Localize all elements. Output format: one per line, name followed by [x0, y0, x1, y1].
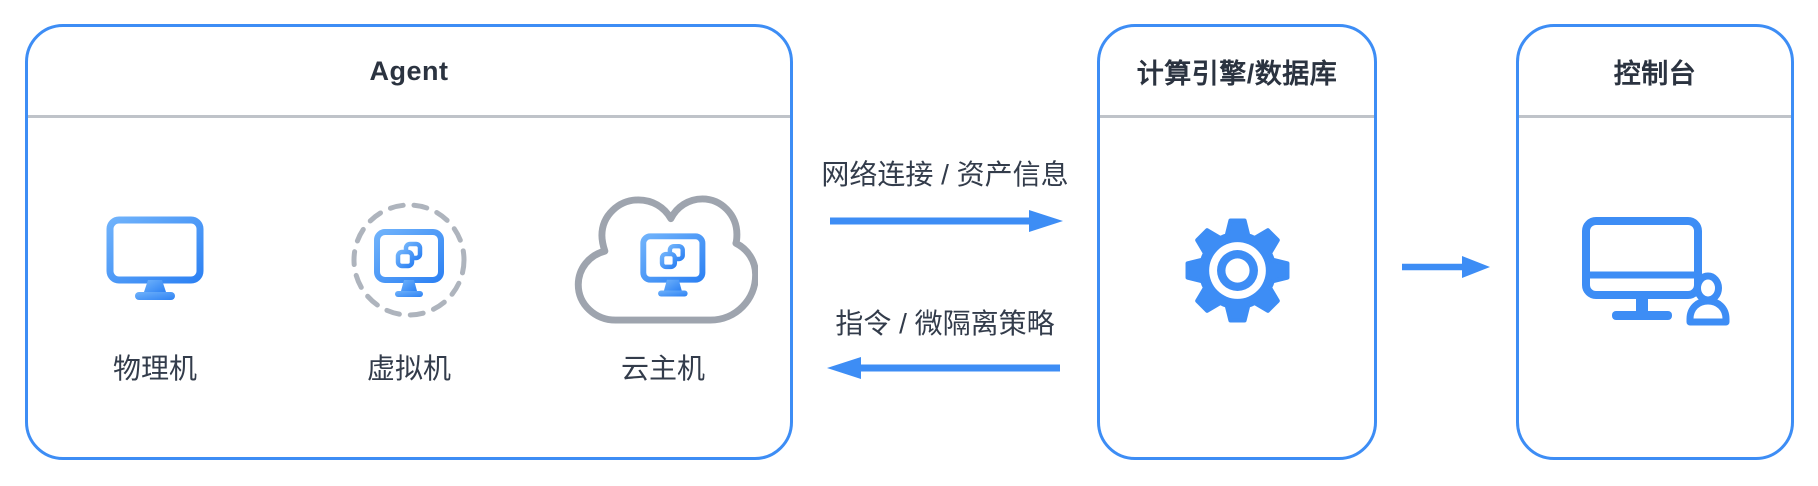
desktop-monitor-icon — [103, 189, 207, 331]
console-panel: 控制台 — [1516, 24, 1794, 460]
asset-label: 物理机 — [112, 352, 197, 384]
gear-icon — [1185, 218, 1290, 323]
flow-zone: 网络连接 / 资产信息 指令 / 微隔离策略 — [793, 24, 1097, 460]
asset-physical-machine: 物理机 — [29, 189, 280, 387]
asset-label: 云主机 — [620, 352, 705, 384]
console-panel-title: 控制台 — [1519, 27, 1791, 118]
engine-database-panel: 计算引擎/数据库 — [1097, 24, 1377, 460]
asset-cloud-host: 云主机 — [537, 189, 788, 387]
vm-monitor-dashed-circle-icon — [344, 189, 474, 331]
engine-panel-title: 计算引擎/数据库 — [1100, 27, 1374, 118]
agent-panel-body: 物理机 虚拟机 — [28, 118, 790, 457]
engine-panel-body — [1100, 118, 1374, 457]
agent-panel: Agent 物理机 — [25, 24, 793, 460]
console-panel-body — [1519, 118, 1791, 457]
connector-arrow-right-icon — [1402, 256, 1490, 278]
monitor-user-icon — [1580, 215, 1730, 327]
flow-agent-to-engine: 网络连接 / 资产信息 — [793, 157, 1097, 236]
asset-virtual-machine: 虚拟机 — [283, 189, 534, 387]
flow-engine-to-agent: 指令 / 微隔离策略 — [793, 306, 1097, 383]
agent-panel-title: Agent — [28, 27, 790, 118]
asset-label: 虚拟机 — [366, 352, 451, 384]
cloud-monitor-icon — [568, 189, 758, 331]
arrow-right-icon — [830, 210, 1063, 232]
flow-label-network-assets: 网络连接 / 资产信息 — [821, 159, 1069, 190]
arrow-left-icon — [827, 357, 1060, 379]
flow-label-commands-policy: 指令 / 微隔离策略 — [835, 308, 1055, 339]
